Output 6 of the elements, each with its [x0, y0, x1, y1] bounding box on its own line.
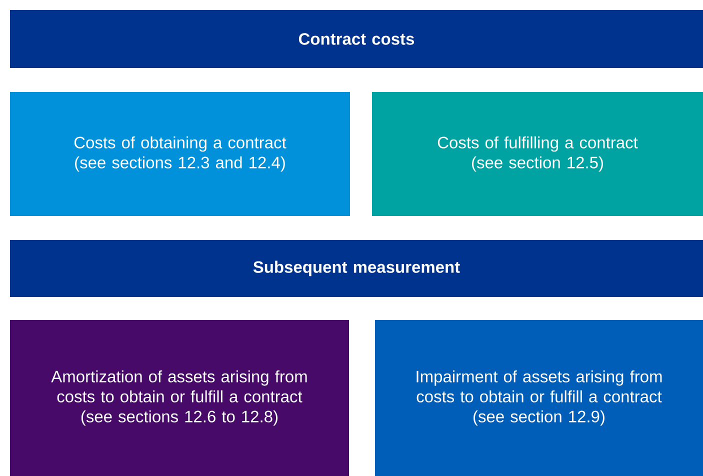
category-box: Costs of obtaining a contract (see sections 12.3 and 12.4): [10, 92, 350, 216]
header-bar: Subsequent measurement: [10, 240, 703, 297]
category-box: Impairment of assets arising from costs to obtain or fulfill a contract (see section 12.9): [375, 320, 703, 476]
category-box: Amortization of assets arising from costs to obtain or fulfill a contract (see sections 12.6 to 12.8): [10, 320, 349, 476]
header-bar: Contract costs: [10, 10, 703, 68]
category-box: Costs of fulfilling a contract (see section 12.5): [372, 92, 703, 216]
